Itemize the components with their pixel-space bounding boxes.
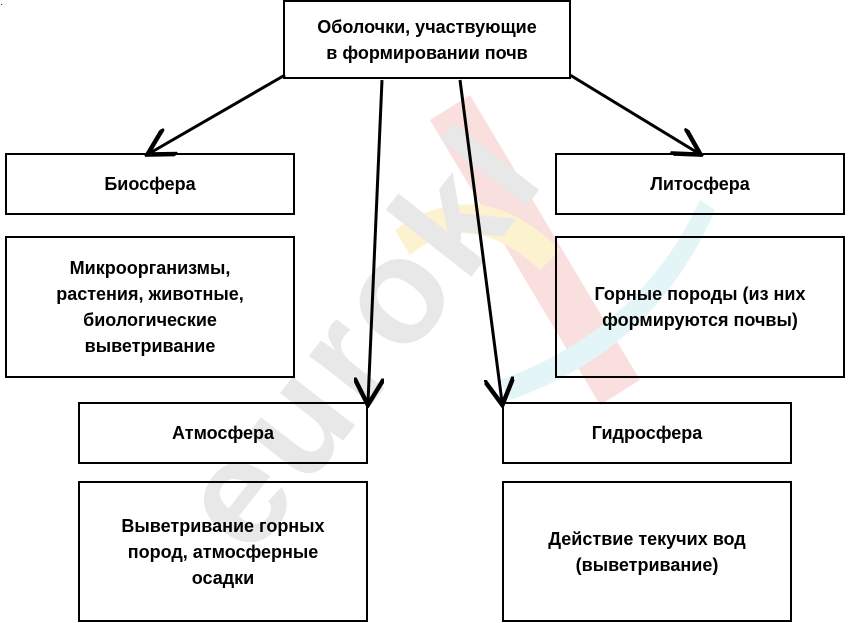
hydrosphere-title: Гидросфера <box>591 423 703 443</box>
biosphere-description-node: Микроорганизмы, растения, животные, биол… <box>5 236 295 378</box>
atmosphere-description-node: Выветривание горных пород, атмосферные о… <box>78 481 368 622</box>
atmosphere-node: Атмосфера <box>78 402 368 464</box>
arrow-to-biosphere <box>150 73 286 153</box>
arrow-to-lithosphere <box>569 73 698 153</box>
hydrosphere-description: Действие текучих вод (выветривание) <box>548 528 746 575</box>
hydrosphere-node: Гидросфера <box>502 402 792 464</box>
biosphere-node: Биосфера <box>5 153 295 215</box>
atmosphere-title: Атмосфера <box>172 423 274 443</box>
watermark-stripe-yellow <box>395 204 560 270</box>
lithosphere-node: Литосфера <box>555 153 845 215</box>
arrow-to-atmosphere <box>368 79 382 402</box>
hydrosphere-description-node: Действие текучих вод (выветривание) <box>502 481 792 622</box>
corner-mark: · <box>0 0 4 10</box>
biosphere-description: Микроорганизмы, растения, животные, биол… <box>56 258 244 356</box>
atmosphere-description: Выветривание горных пород, атмосферные о… <box>121 515 325 588</box>
root-node: Оболочки, участвующие в формировании поч… <box>283 0 571 79</box>
lithosphere-title: Литосфера <box>650 174 750 194</box>
root-label: Оболочки, участвующие в формировании поч… <box>317 16 537 63</box>
lithosphere-description-node: Горные породы (из них формируются почвы) <box>555 236 845 378</box>
biosphere-title: Биосфера <box>104 174 196 194</box>
arrow-to-hydrosphere <box>458 79 502 402</box>
lithosphere-description: Горные породы (из них формируются почвы) <box>594 284 806 330</box>
